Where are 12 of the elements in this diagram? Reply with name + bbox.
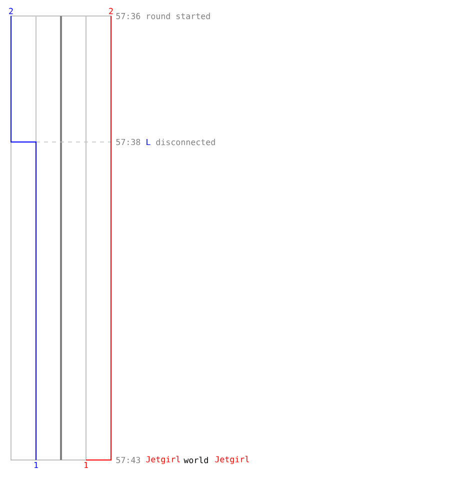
timestamp: 57:38 xyxy=(116,138,140,146)
player-count: 1 xyxy=(34,462,38,468)
timestamp: 57:43 xyxy=(116,456,140,464)
event-text: disconnected xyxy=(156,138,215,146)
player-name: Jetgirl xyxy=(215,456,249,464)
player-name: L xyxy=(146,138,150,146)
player-count: 2 xyxy=(109,8,113,14)
player-count: 1 xyxy=(84,462,88,468)
player-count: 2 xyxy=(9,8,13,14)
event-text: 57:36 round started xyxy=(116,12,210,20)
player-name: Jetgirl xyxy=(146,456,180,464)
event-text: world xyxy=(184,456,208,464)
